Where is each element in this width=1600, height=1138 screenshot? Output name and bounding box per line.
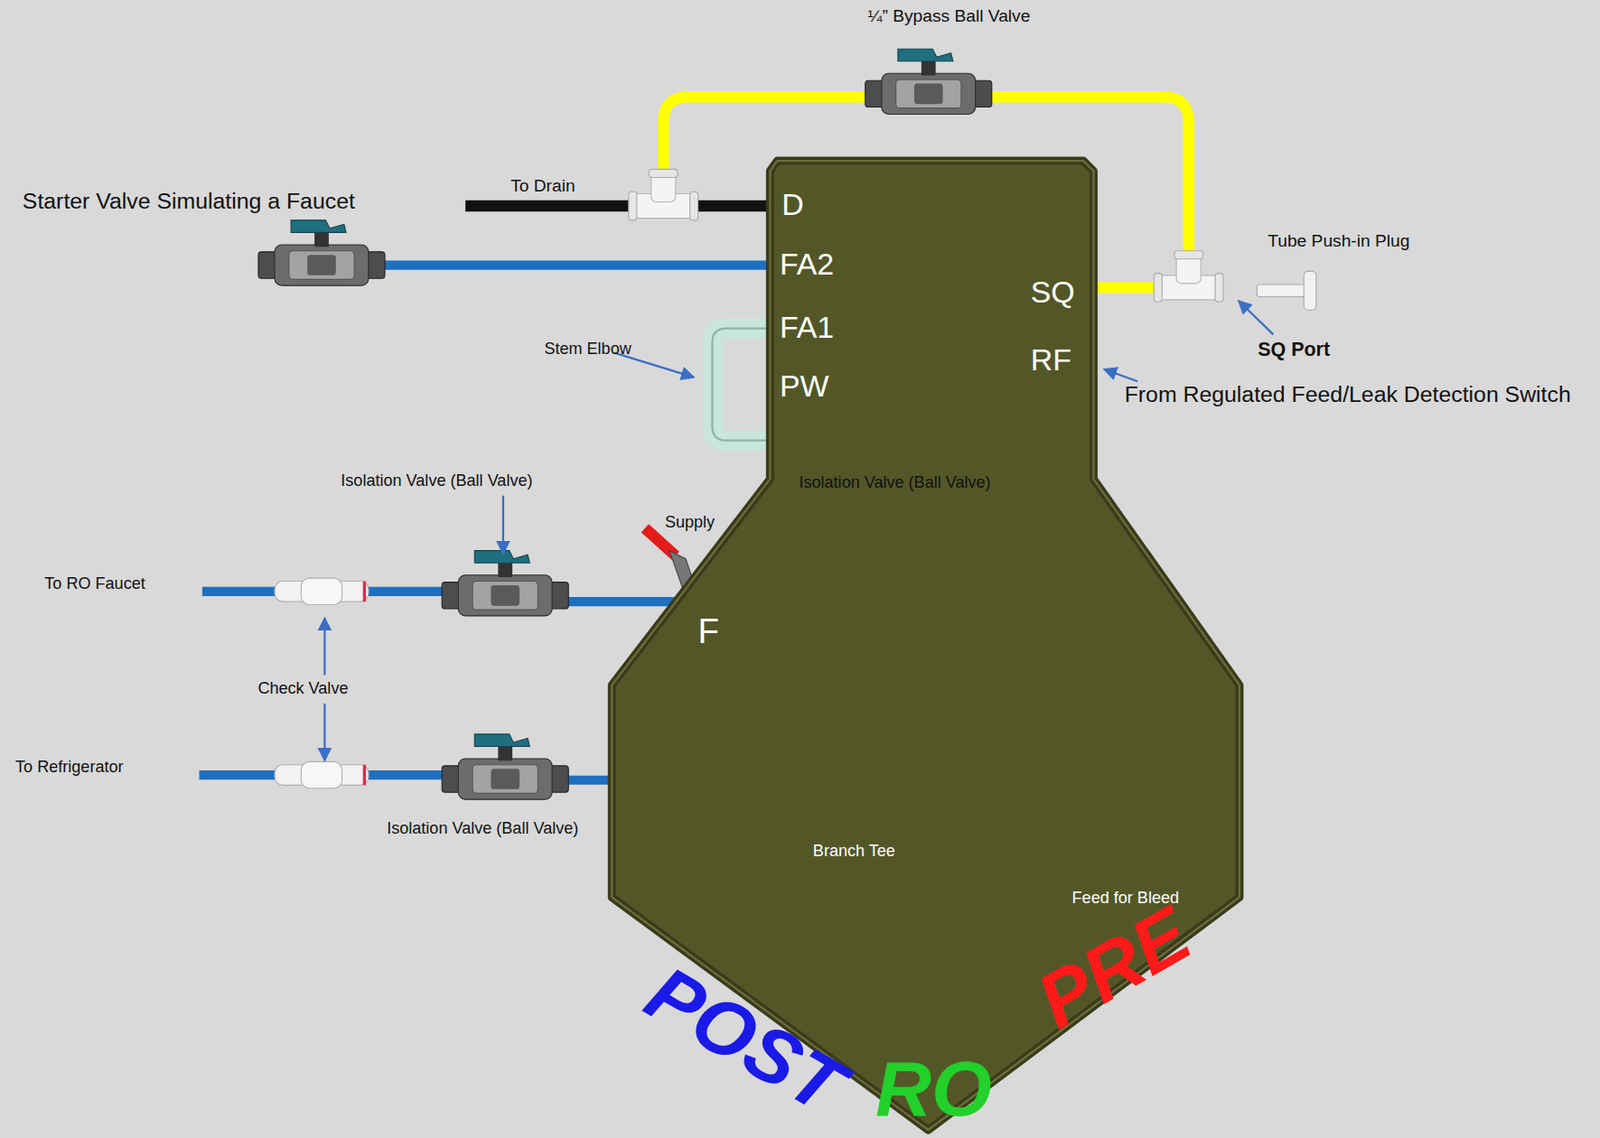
sq-tee <box>1153 251 1224 302</box>
part-name: Starter Valve Simulating a Faucet <box>22 187 356 215</box>
manifold-body: DFA2FA1PWSQRFFPOSTROPRE <box>601 152 1250 1138</box>
isolation-valve <box>441 551 569 617</box>
elbow <box>981 440 1015 480</box>
isolation-valve <box>854 400 982 466</box>
leader-arrow <box>1238 300 1273 335</box>
drain-tube <box>465 200 635 212</box>
port-name: SQ Port <box>1257 338 1330 362</box>
section-label: RO <box>875 1050 992 1129</box>
branch-tee <box>968 567 1020 637</box>
isolation-valve <box>441 734 569 800</box>
bleed-valve <box>994 864 1060 992</box>
part-name: ¼” Bypass Ball Valve <box>867 6 1030 27</box>
part-name: Feed for Bleed <box>1072 888 1179 908</box>
manifold-shape <box>612 160 1241 1131</box>
part-name: Branch Tee <box>813 842 896 861</box>
sq-tube <box>1086 281 1164 293</box>
leader-arrow <box>1104 369 1138 383</box>
fa2-tube <box>377 260 776 270</box>
leader-arrow <box>502 495 505 554</box>
part-name: Tube Push-in Plug <box>1267 231 1410 252</box>
stem-elbow-edge <box>711 328 776 441</box>
port-label: SQ <box>1030 277 1076 309</box>
tube-label: To Drain <box>510 176 575 197</box>
tube-label: To Refrigerator <box>15 757 123 777</box>
tube-label: To RO Faucet <box>44 574 145 594</box>
leader-arrow <box>614 353 694 378</box>
part-name: Check Valve <box>257 679 348 699</box>
port-slot <box>867 324 906 338</box>
stem-elbow <box>711 328 776 441</box>
drain-tee <box>628 168 699 220</box>
port-label: F <box>698 614 720 649</box>
leader-arrow <box>323 703 326 761</box>
port-slot <box>944 215 983 230</box>
port-label: RF <box>1030 345 1072 376</box>
check-valve <box>274 761 369 788</box>
check-valve <box>274 578 369 605</box>
port-label: FA2 <box>779 249 834 281</box>
note: From Regulated Feed/Leak Detection Switc… <box>1124 382 1572 409</box>
part-name: Isolation Valve (Ball Valve) <box>798 473 991 493</box>
drain-tube <box>693 200 776 212</box>
part-name: Isolation Valve (Ball Valve) <box>340 471 533 491</box>
manifold-edge <box>612 160 1241 1131</box>
starter-valve <box>258 220 385 286</box>
part-name: Isolation Valve (Ball Valve) <box>386 819 579 839</box>
part-name: Stem Elbow <box>543 339 631 359</box>
tube-label: Supply <box>664 513 715 533</box>
leader-arrow <box>323 617 326 675</box>
bypass-ball-valve <box>865 48 992 114</box>
port-label: PW <box>779 371 830 403</box>
leader-arrow <box>923 814 982 839</box>
port-label: FA1 <box>779 312 834 344</box>
branch-tee <box>968 745 1020 815</box>
tube-push-in-plug <box>1256 271 1316 310</box>
feed-tube <box>1010 474 1020 888</box>
port-label: D <box>781 189 804 221</box>
